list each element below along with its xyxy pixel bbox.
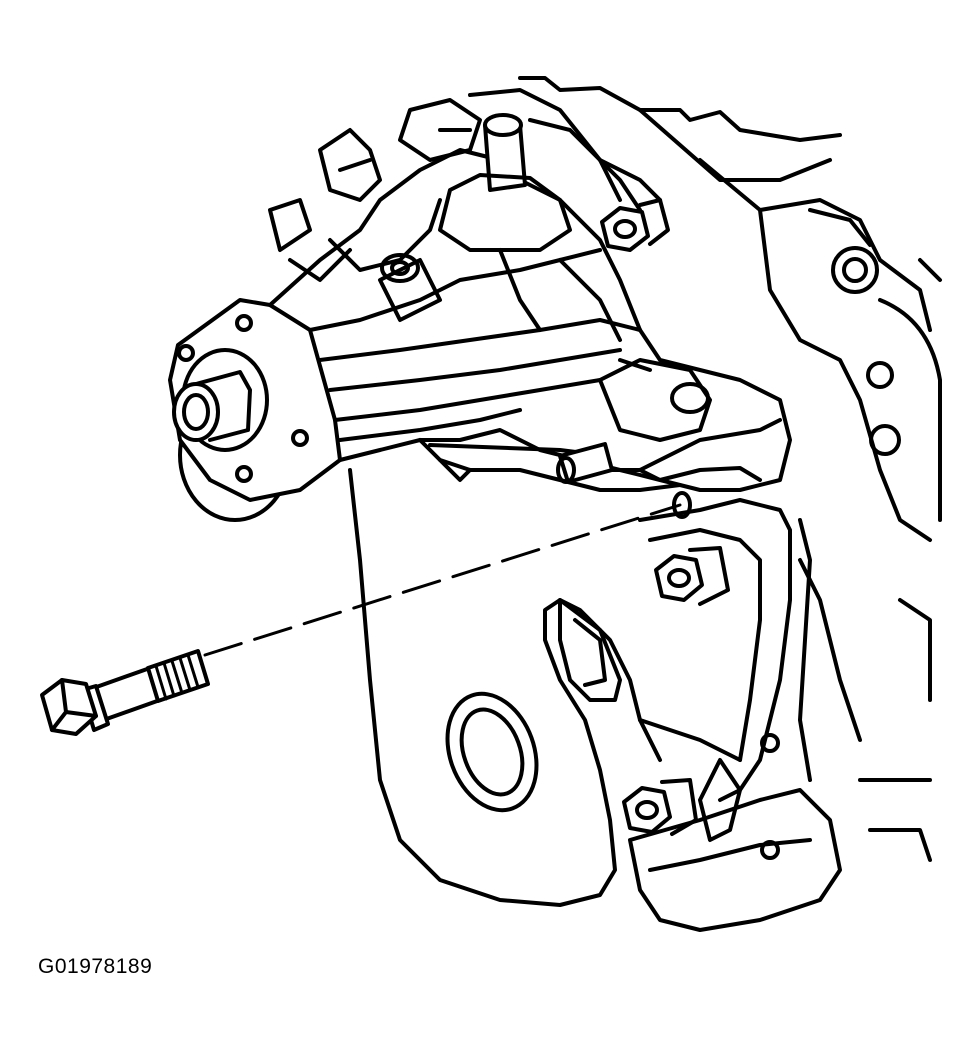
loose-bolt [42,651,208,734]
installation-path-line [205,505,680,655]
installed-bolt-middle [656,548,728,604]
figure-id-label: G01978189 [38,955,153,978]
bolt-hole [674,493,690,517]
timing-cover [350,420,840,930]
installed-bolt-upper [602,200,668,250]
engine-block [520,78,940,860]
installed-bolt-lower [624,780,696,834]
water-pump [170,90,790,520]
